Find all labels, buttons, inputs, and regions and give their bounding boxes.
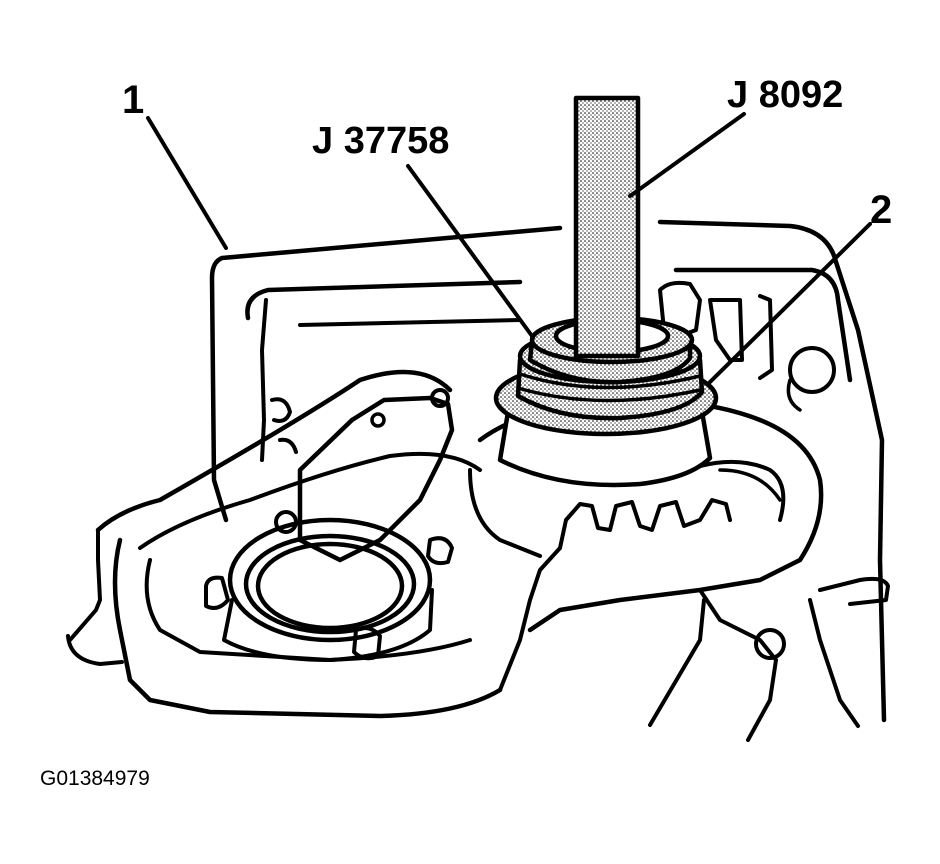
- leader-j37758: [406, 164, 534, 338]
- figure-id: G01384979: [40, 767, 150, 790]
- seal-installer-j37758: [493, 315, 719, 488]
- housing-back-plate: [209, 219, 887, 723]
- callout-1: 1: [122, 78, 145, 122]
- ring-gear: [558, 498, 732, 550]
- housing-inner-window: [245, 267, 853, 383]
- case-casting-left: [95, 369, 503, 719]
- driver-handle-j8092: [573, 95, 641, 359]
- bearing-bore: [222, 517, 434, 662]
- leader-1: [146, 116, 228, 250]
- callout-j37758: J 37758: [312, 120, 450, 162]
- callout-2: 2: [870, 188, 893, 232]
- leader-2: [706, 222, 872, 386]
- mounting-bracket: [297, 395, 455, 563]
- leader-j8092: [628, 112, 746, 198]
- callout-j8092: J 8092: [727, 74, 844, 116]
